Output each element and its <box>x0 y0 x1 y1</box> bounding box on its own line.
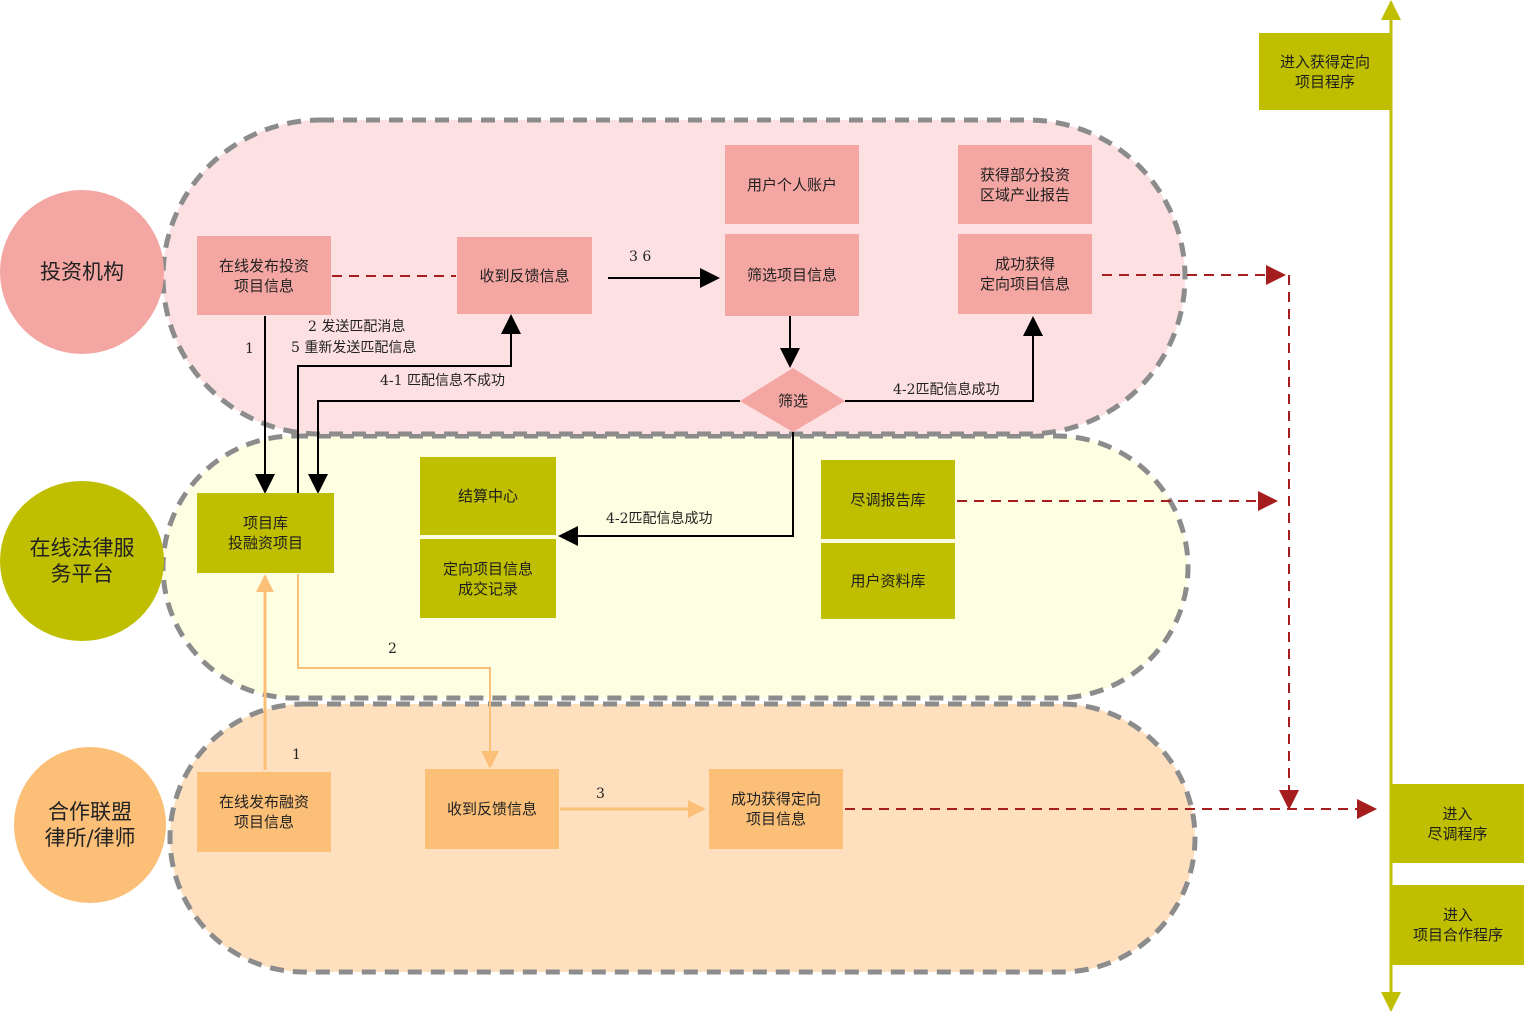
label-match-fail: 4-1 匹配信息不成功 <box>380 373 505 389</box>
lawfirm-publish-box: 在线发布融资 项目信息 <box>197 772 331 852</box>
label-match-success: 4-2匹配信息成功 <box>893 382 1000 398</box>
filter-diamond-label: 筛选 <box>778 392 809 410</box>
label-step-2: 2 <box>388 641 397 657</box>
arrow-match-fail <box>308 400 740 494</box>
arrow-diamond-to-settlement <box>558 432 794 546</box>
investor-feedback-box: 收到反馈信息 <box>457 237 592 314</box>
label-resend-match: 5 重新发送匹配信息 <box>291 340 417 356</box>
actor-lawfirm: 合作联盟 律所/律师 <box>14 747 166 903</box>
platform-dd-library-box: 尽调报告库 <box>821 460 955 539</box>
label-send-match: 2 发送匹配消息 <box>308 319 406 335</box>
right-cooperation-box: 进入 项目合作程序 <box>1392 885 1524 965</box>
filter-diamond <box>740 368 845 432</box>
investor-account-box: 用户个人账户 <box>725 145 859 224</box>
investor-report-box: 获得部分投资 区域产业报告 <box>958 145 1092 224</box>
actor-investor: 投资机构 <box>0 190 164 354</box>
platform-deal-record-box: 定向项目信息 成交记录 <box>420 539 556 618</box>
actor-platform: 在线法律服 务平台 <box>0 481 164 641</box>
arrow-send-match <box>297 314 521 494</box>
label-step-1: 1 <box>245 341 254 357</box>
investor-publish-box: 在线发布投资 项目信息 <box>197 236 331 315</box>
investor-success-box: 成功获得 定向项目信息 <box>958 234 1092 314</box>
platform-settlement-box: 结算中心 <box>420 457 556 535</box>
investor-filter-info-box: 筛选项目信息 <box>725 234 859 316</box>
right-dd-box: 进入 尽调程序 <box>1391 784 1524 863</box>
platform-user-library-box: 用户资料库 <box>821 543 955 619</box>
right-directed-box: 进入获得定向 项目程序 <box>1259 33 1391 110</box>
arrow-db-to-lawfirm-feedback <box>297 574 499 769</box>
lawfirm-success-box: 成功获得定向 项目信息 <box>709 769 843 849</box>
platform-project-db-box: 项目库 投融资项目 <box>197 493 334 573</box>
lawfirm-feedback-box: 收到反馈信息 <box>425 769 559 849</box>
label-step-1-lower: 1 <box>292 747 301 763</box>
label-steps-3-6: 3 6 <box>629 249 652 265</box>
label-match-success-2: 4-2匹配信息成功 <box>606 511 713 527</box>
label-step-3-lower: 3 <box>596 786 605 802</box>
arrow-diamond-to-success <box>845 316 1043 402</box>
